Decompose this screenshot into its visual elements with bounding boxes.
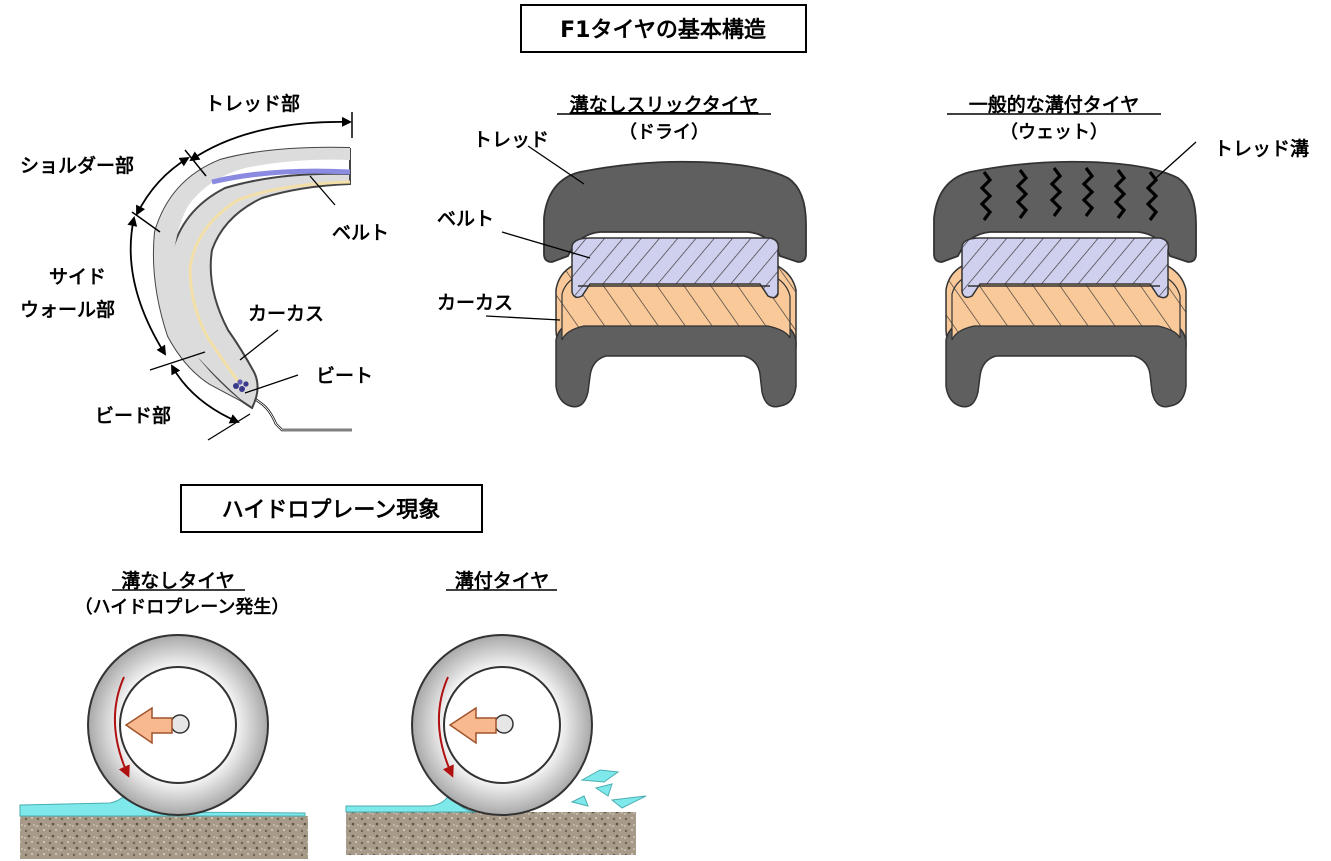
tire-cross-section: トレッド部 ショルダー部 サイド ウォール部 ビード部 ベルト カーカス ビート xyxy=(20,92,389,441)
slick-tire-diagram: 溝なしスリックタイヤ （ドライ） トレッド ベルト カーカス xyxy=(437,93,807,408)
tire-section-body xyxy=(168,148,351,410)
water-splash xyxy=(570,769,647,809)
hydro-title: ハイドロプレーン現象 xyxy=(222,497,440,523)
slick-condition: （ドライ） xyxy=(619,122,709,143)
label-tread-groove: トレッド溝 xyxy=(1214,137,1309,160)
road-surface-2 xyxy=(346,812,636,855)
slick-title: 溝なしスリックタイヤ xyxy=(570,93,759,116)
force-arrow-2 xyxy=(448,706,497,745)
label-shoulder-part: ショルダー部 xyxy=(20,154,134,177)
no-groove-note: （ハイドロプレーン発生） xyxy=(75,596,290,618)
main-title-box: F1タイヤの基本構造 xyxy=(520,4,807,53)
hydro-title-box: ハイドロプレーン現象 xyxy=(180,484,483,533)
wheel-hub-2 xyxy=(494,714,514,734)
label-tread-part: トレッド部 xyxy=(205,92,300,115)
main-title: F1タイヤの基本構造 xyxy=(560,17,766,43)
label-bead-part: ビード部 xyxy=(95,404,171,427)
no-groove-title: 溝なしタイヤ xyxy=(121,569,234,592)
label-carcass-section: カーカス xyxy=(248,303,324,325)
hydro-no-groove-diagram: 溝なしタイヤ （ハイドロプレーン発生） xyxy=(19,569,308,859)
hydro-groove-diagram: 溝付タイヤ xyxy=(345,569,647,855)
grooved-tire-diagram: 一般的な溝付タイヤ （ウェット） トレッド溝 xyxy=(933,93,1309,408)
rotation-arrow xyxy=(113,676,130,778)
label-sidewall-line1: サイド xyxy=(49,266,106,288)
label-bead: ビート xyxy=(316,365,373,387)
road-surface xyxy=(20,816,308,859)
groove-title: 溝付タイヤ xyxy=(455,569,549,592)
label-slick-tread: トレッド xyxy=(473,129,549,151)
rotation-arrow-2 xyxy=(437,676,454,778)
wheel-hub xyxy=(170,714,190,734)
grooved-title: 一般的な溝付タイヤ xyxy=(969,93,1139,116)
label-slick-carcass: カーカス xyxy=(437,292,513,314)
label-belt-section: ベルト xyxy=(332,222,389,244)
label-sidewall-line2: ウォール部 xyxy=(20,298,115,321)
force-arrow xyxy=(124,706,173,745)
label-slick-belt: ベルト xyxy=(437,208,494,230)
grooved-condition: （ウェット） xyxy=(1000,122,1108,143)
tread-grooves xyxy=(979,167,1159,221)
